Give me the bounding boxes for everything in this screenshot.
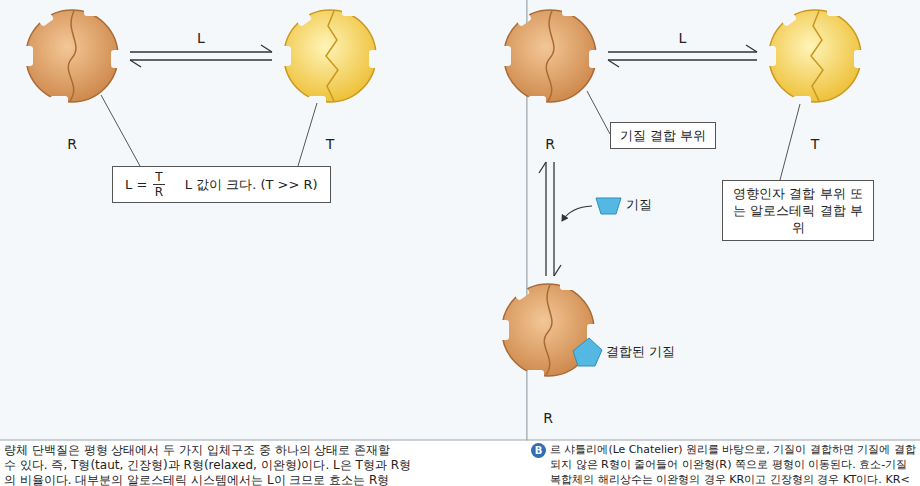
caption-line: 수 있다. 즉, T형(taut, 긴장형)과 R형(relaxed, 이완형)…	[4, 458, 411, 472]
protein-subunit: R	[500, 282, 596, 432]
callout-box: 기질 결합 부위	[610, 122, 716, 149]
part-label: 결합된 기질	[606, 344, 675, 359]
leader-line	[298, 103, 317, 166]
edge-label: L	[194, 30, 208, 46]
state-label: R	[24, 132, 120, 156]
protein-shape	[767, 8, 863, 104]
state-label: R	[502, 132, 598, 156]
caption-line: 르 샤틀리에(Le Chatelier) 원리를 바탕으로, 기질이 결합하면 …	[550, 443, 916, 457]
protein-subunit: T	[282, 8, 378, 158]
protein-subunit: R	[24, 8, 120, 158]
caption-line: 의 비율이다. 대부분의 알로스테릭 시스템에서는 L이 크므로 효소는 R형	[4, 473, 389, 486]
fraction: TR	[153, 170, 164, 199]
callout-box: 영향인자 결합 부위 또는 알로스테릭 결합 부위	[722, 180, 874, 241]
equilibrium-arrow	[539, 162, 561, 276]
state-label: T	[767, 132, 863, 156]
protein-shape	[282, 8, 378, 104]
state-label: R	[500, 406, 596, 430]
caption-line: 량체 단백질은 평형 상태에서 두 가지 입체구조 중 하나의 상태로 존재할	[4, 443, 390, 457]
caption-line: 되지 않은 R형이 줄어들어 이완형(R) 쪽으로 평형이 이동된다. 효소-기…	[550, 458, 907, 472]
numerator: T	[153, 170, 164, 185]
edge-label: L	[676, 30, 690, 46]
panel-badge: B	[531, 443, 546, 458]
equation-text: L =	[125, 177, 147, 192]
callout-text: L 값이 크다. (T >> R)	[185, 176, 318, 194]
protein-shape	[24, 8, 120, 104]
protein-shape	[500, 282, 596, 378]
callout-text: 영향인자 결합 부위 또는 알로스테릭 결합 부위	[732, 185, 864, 236]
callout-text: 기질 결합 부위	[620, 127, 706, 144]
equilibrium-arrow	[130, 45, 272, 67]
part-label: 기질	[626, 197, 652, 212]
callout-box: L = TR L 값이 크다. (T >> R)	[112, 166, 331, 203]
caption-line: 복합체의 해리상수는 이완형의 경우 KR이고 긴장형의 경우 KT이다. KR…	[550, 473, 910, 486]
substrate	[596, 198, 621, 214]
leader-line	[587, 91, 610, 134]
protein-subunit: R	[502, 8, 598, 158]
leader-line	[780, 104, 800, 180]
denominator: R	[155, 185, 163, 199]
leader-line	[101, 95, 140, 166]
panel-a	[0, 0, 527, 440]
substrate-arrow	[562, 206, 592, 221]
protein-shape	[502, 8, 598, 104]
protein-subunit: T	[767, 8, 863, 158]
state-label: T	[282, 132, 378, 156]
equilibrium-arrow	[608, 45, 757, 67]
